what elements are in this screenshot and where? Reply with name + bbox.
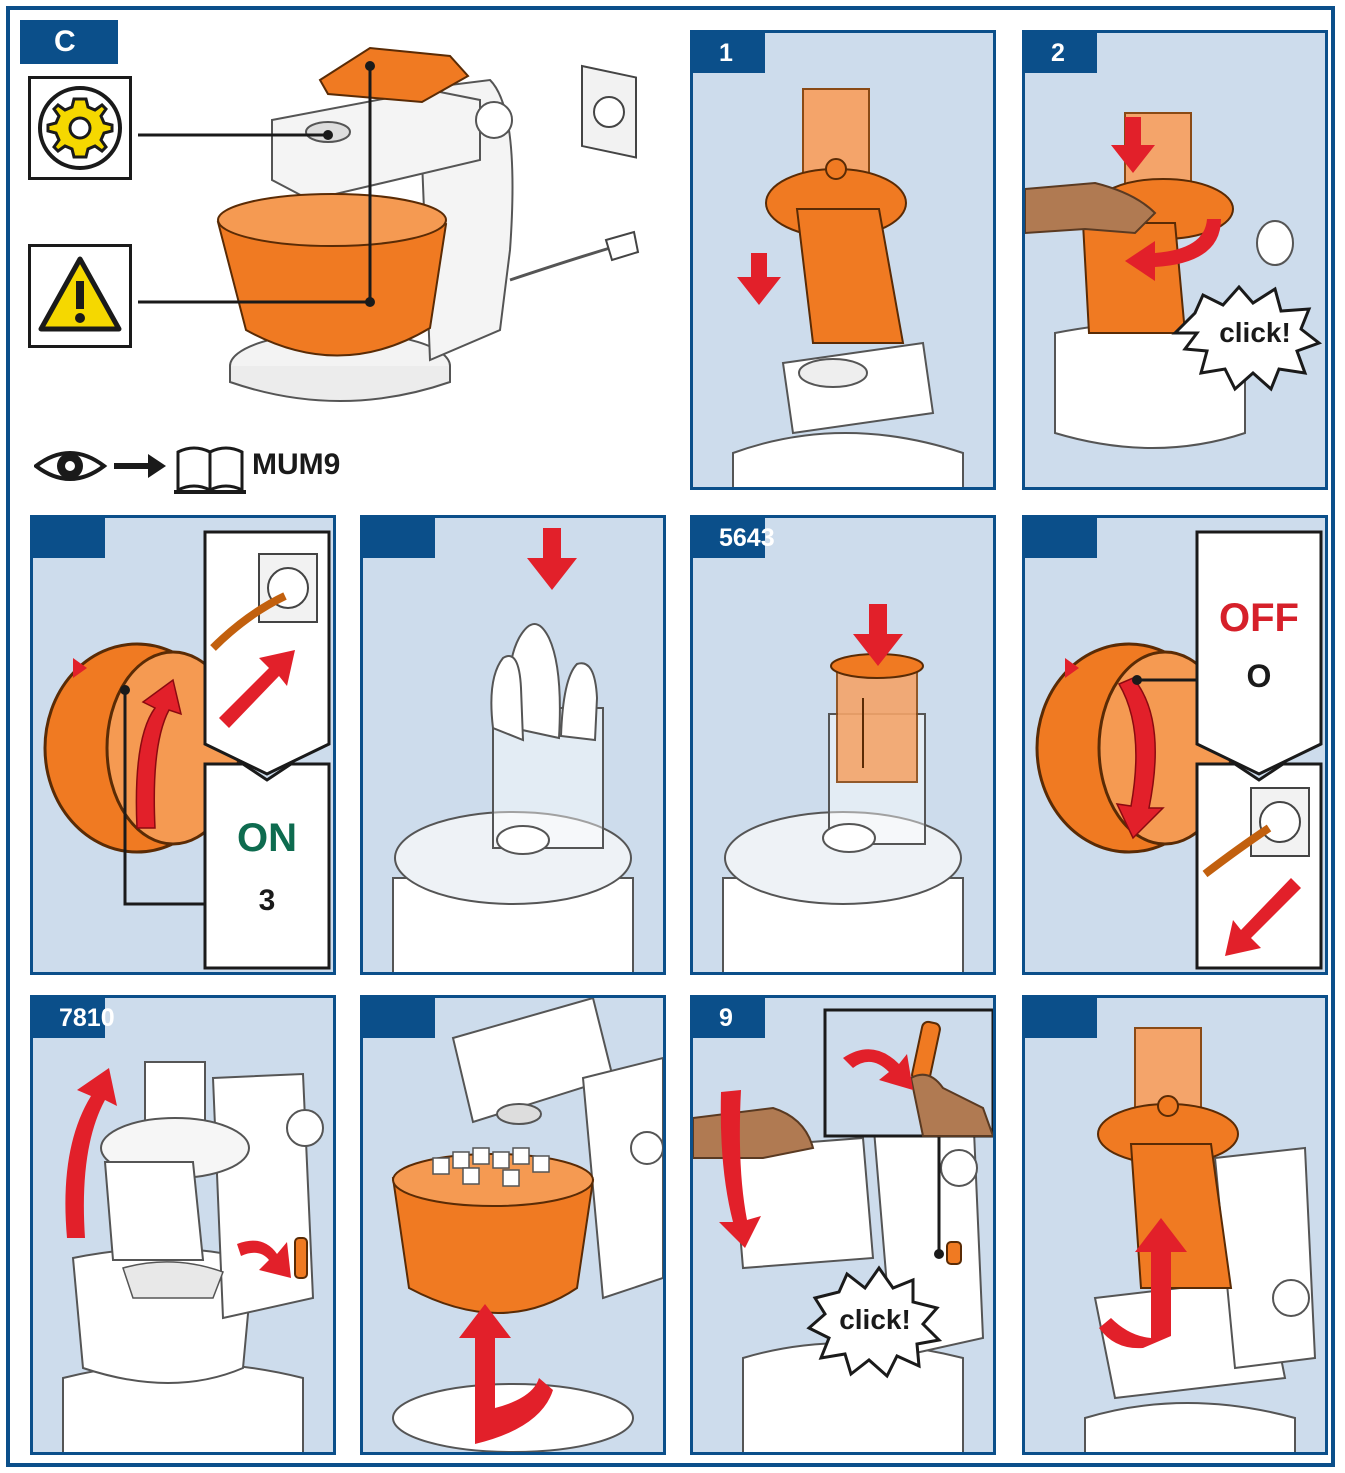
hand-icon (1025, 181, 1157, 235)
arrow-down-icon (719, 1090, 761, 1248)
arrow-down-icon (1111, 117, 1155, 173)
step-number (1025, 998, 1097, 1038)
eye-icon (34, 451, 108, 481)
step-number (363, 518, 435, 558)
see-manual-reference (34, 446, 246, 494)
book-icon (174, 446, 246, 494)
on-label: ON (237, 816, 297, 860)
step-number: 5643 (693, 518, 775, 558)
step-number (363, 998, 435, 1038)
drive-outlet-symbol (28, 76, 132, 180)
step-panel-1: 1 (690, 30, 996, 490)
step-panel-8 (360, 995, 666, 1455)
arrow-rotate-down-icon (1115, 677, 1165, 840)
instruction-sheet: C (6, 6, 1335, 1467)
click-sound-label: click! (839, 1304, 911, 1335)
push-with-pusher-illustration (722, 604, 964, 972)
step-panel-9: 9 click! (690, 995, 996, 1455)
arrow-lift-turn-icon (1099, 1218, 1187, 1349)
click-burst-icon (1171, 284, 1323, 392)
step-number (33, 518, 105, 558)
step-number: 7810 (33, 998, 115, 1038)
step-panel-5: 5643 (690, 515, 996, 975)
section-label: C (20, 20, 118, 64)
step-panel-3: ON 3 (30, 515, 336, 975)
arrow-up-right-icon (219, 650, 295, 728)
step-number: 9 (693, 998, 765, 1038)
step-panel-7: 7810 (30, 995, 336, 1455)
model-reference-label: MUM9 (252, 448, 341, 481)
detach-shredder-illustration (1084, 1027, 1317, 1452)
lock-shredder-illustration (1025, 112, 1323, 449)
click-sound-label: click! (1219, 317, 1291, 348)
arrow-down-icon (737, 253, 781, 305)
step-number: 1 (693, 33, 765, 73)
switch-off-illustration (1035, 530, 1323, 970)
arrow-down-left-icon (1225, 878, 1301, 956)
step-panel-4 (360, 515, 666, 975)
remove-bowl-illustration (391, 998, 663, 1452)
arrow-down-icon (853, 604, 903, 666)
remove-shredder-illustration (62, 1061, 324, 1452)
speed-setting-value: 3 (258, 884, 276, 917)
arrow-up-icon (65, 1068, 117, 1238)
step-number: 2 (1025, 33, 1097, 73)
finger-icon (909, 1073, 993, 1137)
overview-machine-illustration (138, 46, 640, 402)
warning-triangle-icon (38, 256, 122, 332)
click-burst-icon (806, 1265, 943, 1379)
step-panel-6: OFF O (1022, 515, 1328, 975)
arrow-lift-turn-icon (459, 1304, 553, 1444)
step-panel-2: 2 click! (1022, 30, 1328, 490)
lower-arm-illustration (693, 1008, 993, 1452)
hand-icon (693, 1106, 815, 1159)
wall-socket-icon (581, 64, 637, 159)
gear-icon (38, 86, 122, 170)
arrow-curve-icon (237, 1240, 291, 1278)
arrow-curve-icon (843, 1049, 913, 1090)
arrow-right-icon (114, 454, 166, 478)
step-panel-10 (1022, 995, 1328, 1455)
arrow-down-icon (527, 528, 577, 590)
arrow-rotate-icon (1125, 219, 1221, 281)
off-label: OFF (1219, 596, 1299, 640)
insert-food-illustration (392, 528, 634, 972)
switch-on-illustration (43, 530, 331, 970)
attach-shredder-illustration (732, 88, 964, 487)
arrow-rotate-up-icon (135, 678, 183, 829)
step-number (1025, 518, 1097, 558)
warning-symbol (28, 244, 132, 348)
off-setting-value: O (1246, 658, 1272, 694)
